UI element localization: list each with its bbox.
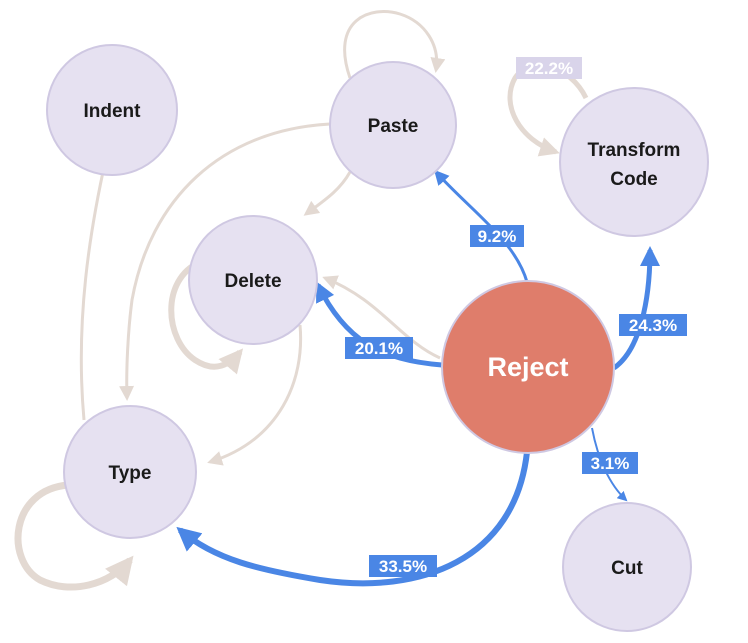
node-indent-label: Indent — [84, 101, 142, 122]
edge-label-reject-to-paste: 9.2% — [470, 225, 524, 247]
node-paste-label: Paste — [368, 116, 419, 137]
edge-label-reject-to-paste-text: 9.2% — [478, 227, 517, 246]
edge-reject-to-transform — [612, 246, 660, 371]
edge-type-to-indent — [79, 155, 111, 421]
node-transform-label-line1: Transform — [588, 140, 681, 161]
edge-label-reject-to-transform-text: 24.3% — [629, 316, 677, 335]
edge-label-transform-self-text: 22.2% — [525, 59, 573, 78]
node-reject-label: Reject — [487, 352, 568, 382]
edge-label-reject-to-type-text: 33.5% — [379, 557, 427, 576]
edge-reject-to-type — [176, 451, 530, 587]
edge-label-reject-to-transform: 24.3% — [619, 314, 687, 336]
node-transform-label-line2: Code — [610, 169, 658, 190]
node-paste[interactable]: Paste — [329, 61, 457, 189]
edge-paste-to-delete — [303, 171, 352, 216]
node-indent[interactable]: Indent — [46, 44, 178, 176]
edge-reject-to-delete-faint — [322, 275, 441, 360]
edge-label-reject-to-cut-text: 3.1% — [591, 454, 630, 473]
node-type[interactable]: Type — [63, 405, 197, 539]
edge-delete-self — [168, 259, 244, 375]
edge-paste-to-type — [119, 122, 331, 401]
node-type-label: Type — [109, 463, 152, 484]
edge-delete-to-type — [207, 324, 303, 466]
node-cut-label: Cut — [611, 558, 643, 579]
edge-label-reject-to-type: 33.5% — [369, 555, 437, 577]
edge-label-reject-to-delete-text: 20.1% — [355, 339, 403, 358]
node-cut[interactable]: Cut — [562, 502, 692, 632]
edge-label-reject-to-cut: 3.1% — [582, 452, 638, 474]
edge-type-self — [14, 481, 134, 591]
edge-paste-self — [343, 10, 446, 79]
node-reject[interactable]: Reject — [441, 280, 615, 454]
edge-label-transform-self: 22.2% — [516, 57, 582, 79]
edge-label-reject-to-delete: 20.1% — [345, 337, 413, 359]
node-transform-code[interactable]: Transform Code — [559, 87, 709, 237]
node-delete-label: Delete — [224, 271, 281, 292]
node-delete[interactable]: Delete — [188, 215, 318, 345]
